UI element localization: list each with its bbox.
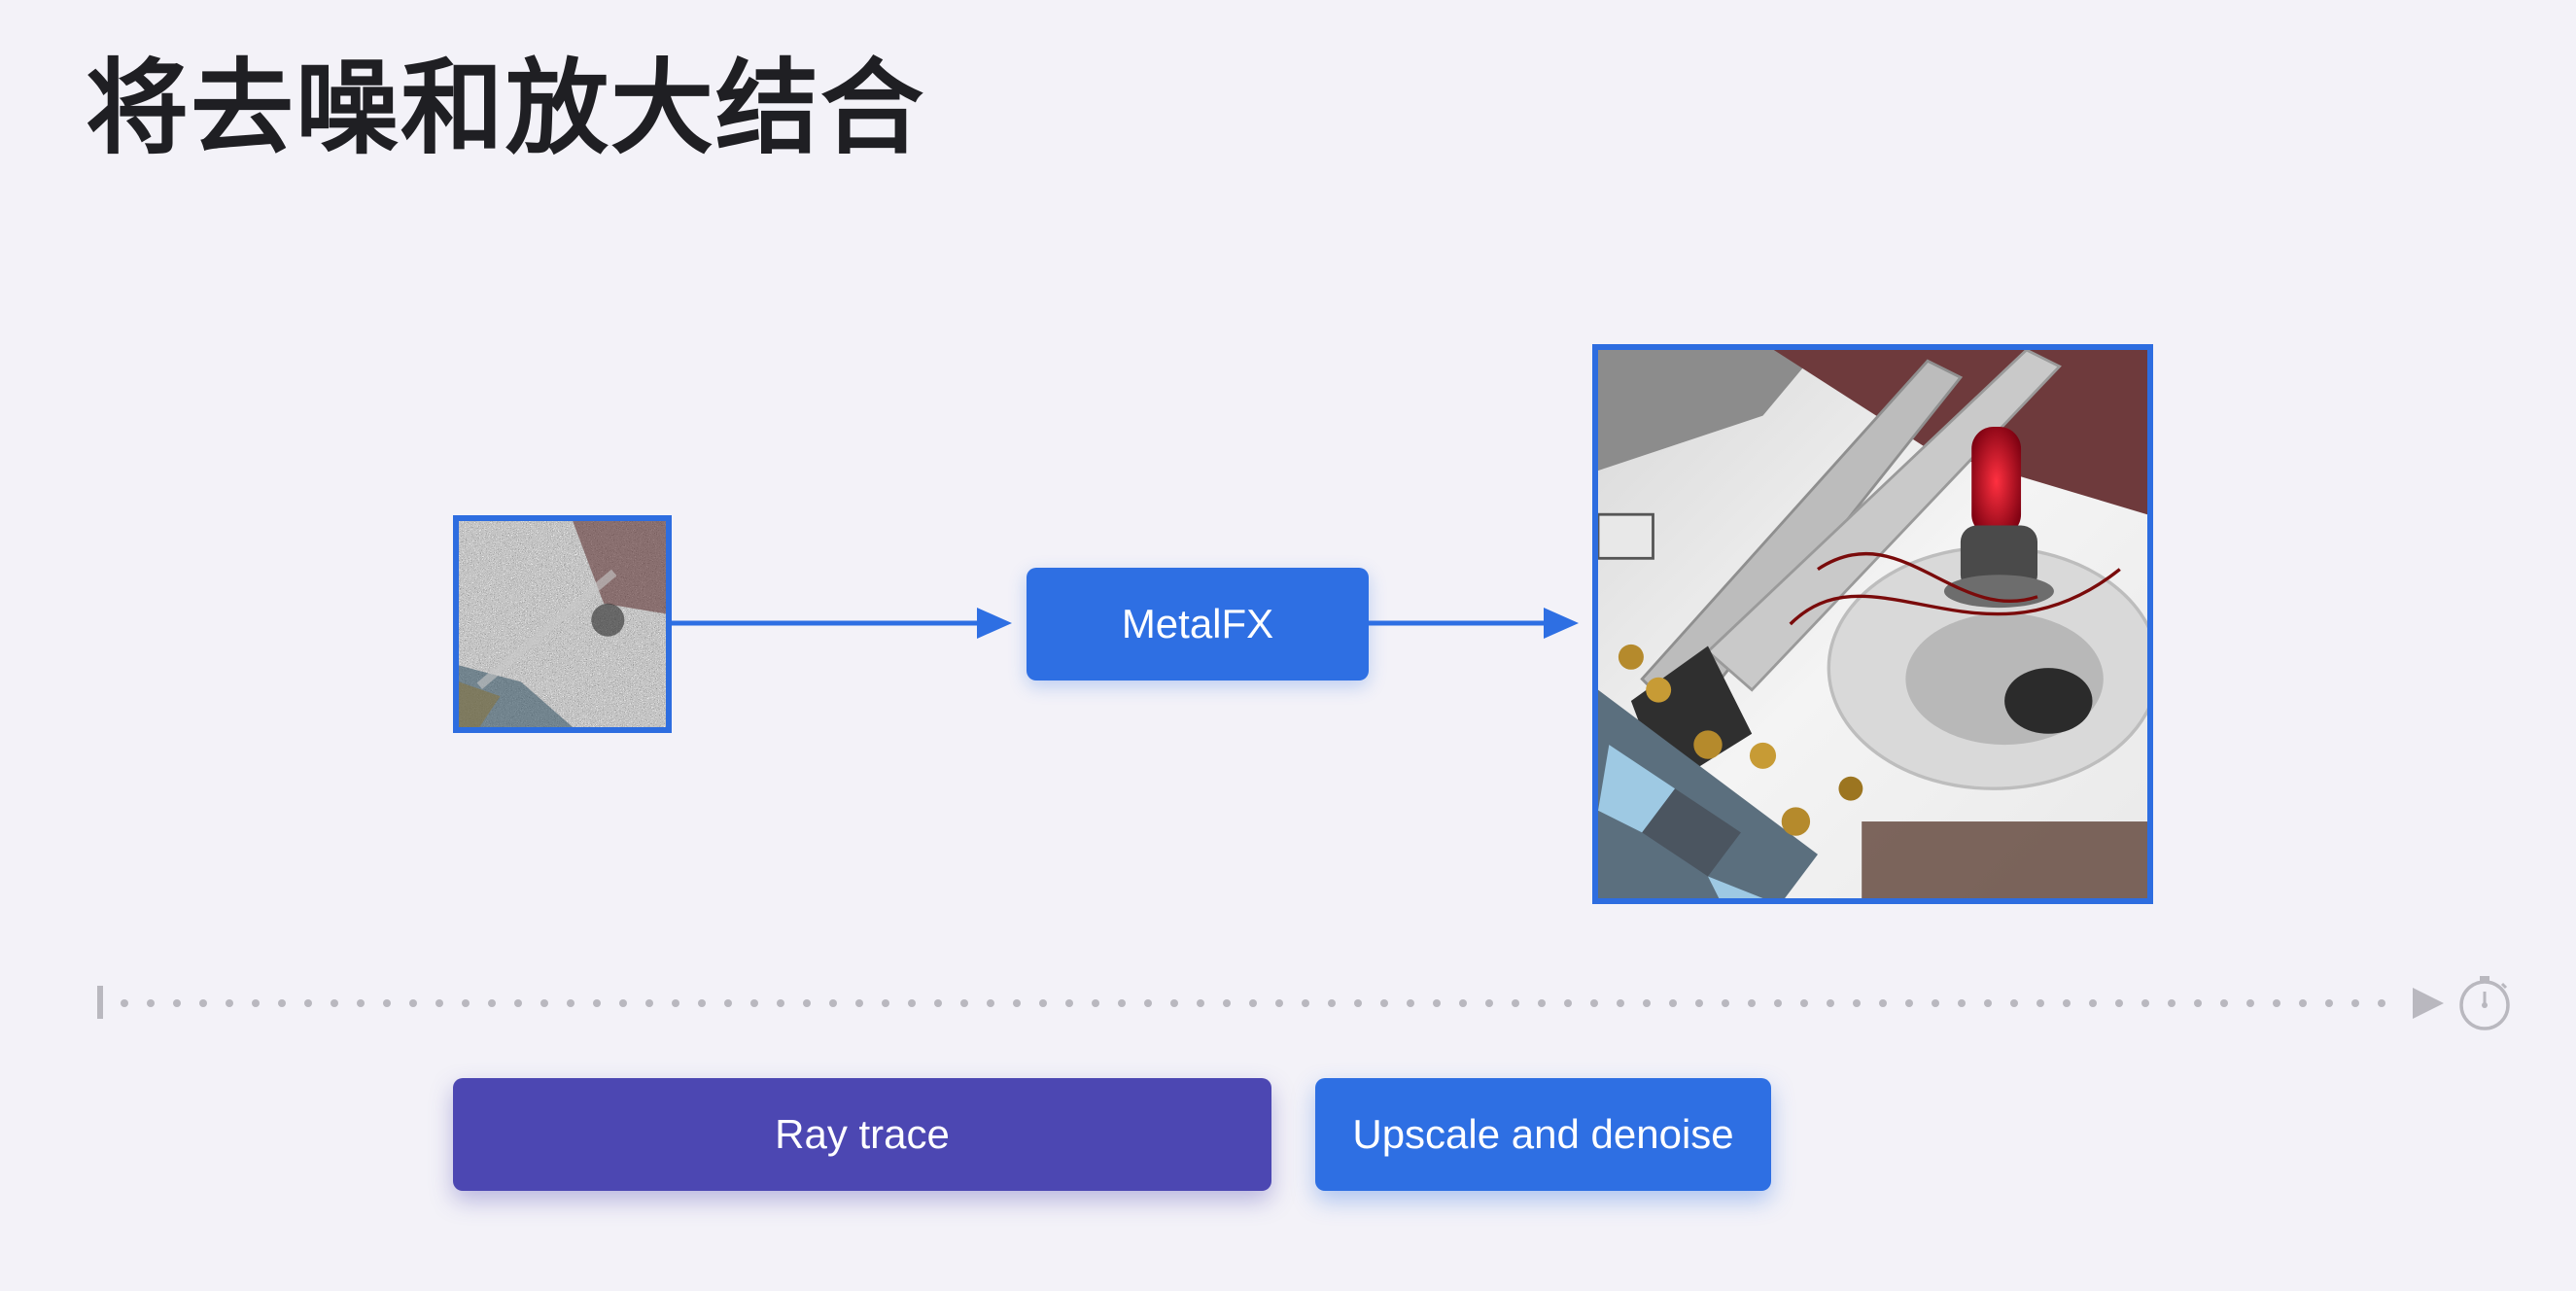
timeline-dot [882, 999, 889, 1007]
timeline-dot [1984, 999, 1992, 1007]
timeline-dot [1433, 999, 1441, 1007]
timeline-dot [2141, 999, 2149, 1007]
timeline-dot [1905, 999, 1913, 1007]
timeline-dot [1170, 999, 1178, 1007]
timeline-dot [2220, 999, 2228, 1007]
timeline-dot [1407, 999, 1414, 1007]
timeline-dot [1459, 999, 1467, 1007]
timeline-dot [1302, 999, 1309, 1007]
timeline-dot [672, 999, 679, 1007]
timeline-dot [226, 999, 233, 1007]
timeline-dot [2246, 999, 2254, 1007]
timeline-dot [540, 999, 548, 1007]
timeline-dot [331, 999, 338, 1007]
timeline-dot [1643, 999, 1651, 1007]
timeline-dot [383, 999, 391, 1007]
timeline-dot [987, 999, 994, 1007]
timeline-dot [2351, 999, 2359, 1007]
timeline-dot [1538, 999, 1546, 1007]
timeline-dot [1223, 999, 1231, 1007]
timeline-dot [1275, 999, 1283, 1007]
timeline-dot [1774, 999, 1782, 1007]
stage-ray-trace: Ray trace [453, 1078, 1271, 1191]
stopwatch-icon [2459, 976, 2510, 1030]
timeline-dot [1512, 999, 1519, 1007]
timeline-dot [1590, 999, 1598, 1007]
timeline-dot [304, 999, 312, 1007]
timeline-dot [1695, 999, 1703, 1007]
timeline-dot [2010, 999, 2018, 1007]
timeline-dot [1328, 999, 1336, 1007]
timeline-dot [2378, 999, 2385, 1007]
timeline-dot [1118, 999, 1126, 1007]
timeline-dot [1485, 999, 1493, 1007]
timeline-dot [645, 999, 653, 1007]
timeline-dot [278, 999, 286, 1007]
timeline-dot [1039, 999, 1047, 1007]
timeline-dot [855, 999, 863, 1007]
upscaled-output-image [1592, 344, 2153, 904]
timeline-dot [2273, 999, 2280, 1007]
timeline-dot [1722, 999, 1729, 1007]
timeline-dot [2168, 999, 2176, 1007]
timeline-dot [2036, 999, 2044, 1007]
timeline-dot [1617, 999, 1624, 1007]
timeline-dot [462, 999, 470, 1007]
timeline-dot [619, 999, 627, 1007]
timeline-dot [1800, 999, 1808, 1007]
timeline-dot [2325, 999, 2333, 1007]
timeline-dot [1879, 999, 1887, 1007]
timeline-dot [2299, 999, 2307, 1007]
timeline-dot [1853, 999, 1861, 1007]
timeline-dot [1092, 999, 1099, 1007]
timeline-dot [1827, 999, 1834, 1007]
timeline-dot [2115, 999, 2123, 1007]
timeline-dot [698, 999, 706, 1007]
timeline-dot [199, 999, 207, 1007]
timeline-dot [803, 999, 811, 1007]
timeline-dot [409, 999, 417, 1007]
timeline-dot [173, 999, 181, 1007]
timeline-dot [2194, 999, 2202, 1007]
timeline-dot [567, 999, 574, 1007]
timeline-dot [252, 999, 260, 1007]
timeline-dot [960, 999, 968, 1007]
arrow-metalfx-to-output [1369, 607, 1579, 640]
timeline-dot [829, 999, 837, 1007]
timeline-dot [1669, 999, 1677, 1007]
timeline-dot [1748, 999, 1756, 1007]
timeline-dot [2063, 999, 2071, 1007]
timeline-dot [435, 999, 443, 1007]
timeline-dot [750, 999, 758, 1007]
timeline-dot [147, 999, 155, 1007]
timeline-dot [2089, 999, 2097, 1007]
timeline-dot [724, 999, 732, 1007]
timeline-dot [777, 999, 784, 1007]
noisy-input-image [453, 515, 672, 733]
slide-title: 将去噪和放大结合 [86, 49, 925, 168]
timeline-dot [1065, 999, 1073, 1007]
timeline-axis [93, 974, 2524, 1034]
timeline-dot [121, 999, 128, 1007]
arrow-input-to-metalfx [672, 607, 1012, 640]
timeline-dot [357, 999, 365, 1007]
timeline-dot [908, 999, 916, 1007]
timeline-dot [1354, 999, 1362, 1007]
timeline-dot [1144, 999, 1152, 1007]
timeline-dot [1564, 999, 1572, 1007]
timeline-dot [1197, 999, 1204, 1007]
timeline-dot [1958, 999, 1966, 1007]
timeline-dot [1013, 999, 1021, 1007]
timeline-dot [514, 999, 522, 1007]
metalfx-box: MetalFX [1027, 568, 1369, 680]
timeline-dot [488, 999, 496, 1007]
timeline-dot [934, 999, 942, 1007]
timeline-dot [1249, 999, 1257, 1007]
timeline-dot [1380, 999, 1388, 1007]
timeline-dot [593, 999, 601, 1007]
stage-upscale-denoise: Upscale and denoise [1315, 1078, 1771, 1191]
timeline-dot [1932, 999, 1939, 1007]
